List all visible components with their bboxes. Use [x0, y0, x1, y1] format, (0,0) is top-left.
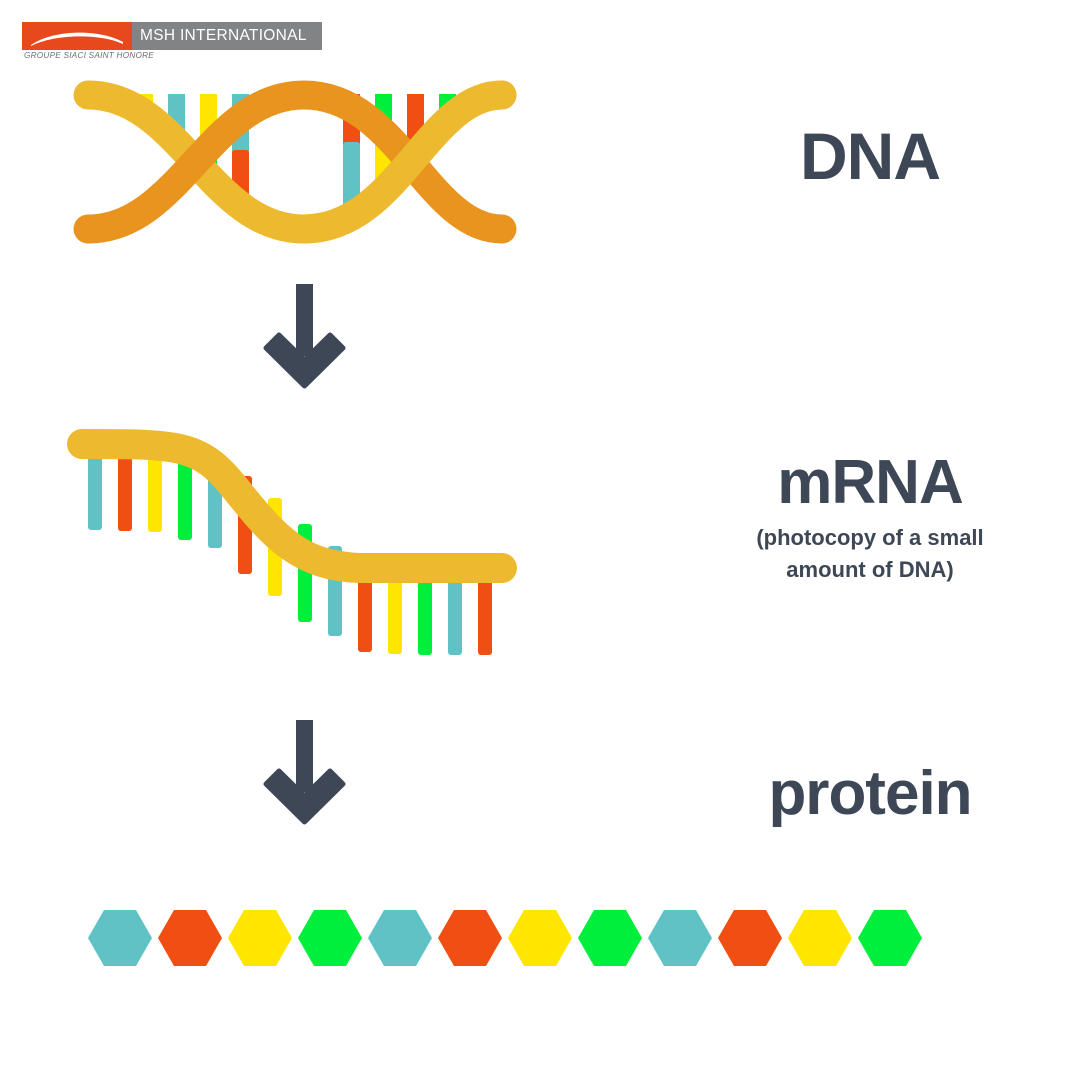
protein-residue	[228, 910, 292, 966]
dna-illustration	[60, 78, 530, 246]
mrna-sublabel-line2: amount of DNA)	[786, 556, 954, 582]
protein-residues	[88, 910, 922, 966]
mrna-base	[448, 569, 462, 655]
msh-swoosh-icon	[31, 32, 123, 46]
transcription-arrow	[252, 282, 357, 392]
mrna-backbone	[67, 429, 517, 583]
mrna-sublabel: (photocopy of a small amount of DNA)	[700, 522, 1040, 586]
logo-mark	[22, 22, 132, 50]
mrna-sublabel-line1: (photocopy of a small	[756, 525, 984, 550]
protein-residue	[508, 910, 572, 966]
dna-double-helix-icon	[73, 80, 517, 244]
mrna-illustration	[60, 418, 530, 670]
dna-backbone-dark	[73, 80, 517, 244]
arrow-down-icon	[263, 284, 346, 389]
logo-tagline: GROUPE SIACI SAINT HONORE	[24, 51, 154, 60]
arrow-down-icon	[263, 720, 346, 825]
mrna-label: mRNA	[777, 448, 963, 517]
protein-label: protein	[768, 759, 972, 828]
mrna-base	[478, 569, 492, 655]
protein-hexagon-chain-icon	[88, 910, 922, 966]
mrna-base	[388, 568, 402, 654]
mrna-base	[148, 446, 162, 532]
mrna-label-group: mRNA (photocopy of a small amount of DNA…	[700, 452, 1040, 586]
mrna-base	[118, 445, 132, 531]
mrna-strand-icon	[67, 429, 517, 655]
protein-residue	[648, 910, 712, 966]
logo-bar: MSH INTERNATIONAL	[22, 22, 322, 50]
mrna-base	[88, 444, 102, 530]
protein-residue	[298, 910, 362, 966]
protein-residue	[858, 910, 922, 966]
protein-residue	[788, 910, 852, 966]
dna-label: DNA	[800, 119, 941, 193]
protein-residue	[718, 910, 782, 966]
mrna-base	[418, 569, 432, 655]
protein-illustration	[70, 888, 960, 988]
protein-residue	[578, 910, 642, 966]
mrna-base	[178, 450, 192, 540]
msh-logo: MSH INTERNATIONAL GROUPE SIACI SAINT HON…	[22, 22, 322, 64]
dna-backbone-light-overlap	[289, 80, 517, 244]
protein-residue	[368, 910, 432, 966]
translation-arrow	[252, 718, 357, 828]
protein-residue	[88, 910, 152, 966]
logo-wordmark: MSH INTERNATIONAL	[132, 22, 322, 50]
protein-residue	[158, 910, 222, 966]
protein-residue	[438, 910, 502, 966]
mrna-base	[358, 562, 372, 652]
